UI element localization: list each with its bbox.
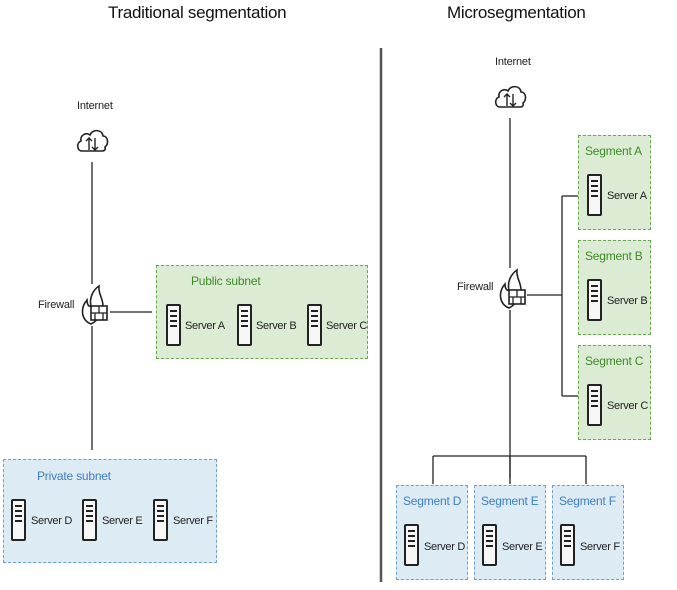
left-internet-label: Internet [77,100,113,112]
server-icon [11,499,26,541]
right-firewall-label: Firewall [457,281,494,293]
segment-e: Segment E Server E [474,485,546,580]
server-label: Server D [31,515,72,527]
segment-b: Segment B Server B [578,240,651,335]
private-subnet: Private subnet Server D Server E Server … [3,459,217,563]
server-icon [560,524,575,566]
right-title: Microsegmentation [447,3,586,22]
right-internet-label: Internet [495,56,531,68]
segment-d: Segment D Server D [396,485,468,580]
server-label: Server F [173,515,213,527]
cloud-icon [494,85,527,108]
server-label: Server B [256,320,297,332]
segment-title: Segment B [585,249,643,263]
server-label: Server E [102,515,143,527]
firewall-icon [499,268,526,309]
public-subnet-title: Public subnet [191,274,261,288]
left-firewall-label: Firewall [38,299,75,311]
public-subnet: Public subnet Server A Server B Server C [156,265,368,359]
private-subnet-title: Private subnet [37,469,111,483]
server-icon [404,524,419,566]
cloud-icon [76,129,109,152]
server-label: Server D [424,541,465,553]
segment-c: Segment C Server C [578,345,651,440]
segment-a: Segment A Server A [578,135,651,230]
server-icon [82,499,97,541]
segment-title: Segment C [585,354,644,368]
server-icon [237,304,252,346]
server-label: Server C [607,400,648,412]
server-icon [166,304,181,346]
server-icon [482,524,497,566]
segment-title: Segment D [403,494,462,508]
server-label: Server A [185,320,225,332]
server-icon [587,174,602,216]
server-icon [587,384,602,426]
segment-f: Segment F Server F [552,485,624,580]
server-icon [153,499,168,541]
server-label: Server E [502,541,543,553]
segment-title: Segment F [559,494,616,508]
segment-title: Segment E [481,494,539,508]
server-icon [307,304,322,346]
firewall-icon [81,284,108,325]
server-label: Server C [326,320,367,332]
server-label: Server B [607,295,648,307]
segment-title: Segment A [585,144,642,158]
server-icon [587,279,602,321]
server-label: Server A [607,190,647,202]
server-label: Server F [580,541,620,553]
left-title: Traditional segmentation [108,3,287,22]
